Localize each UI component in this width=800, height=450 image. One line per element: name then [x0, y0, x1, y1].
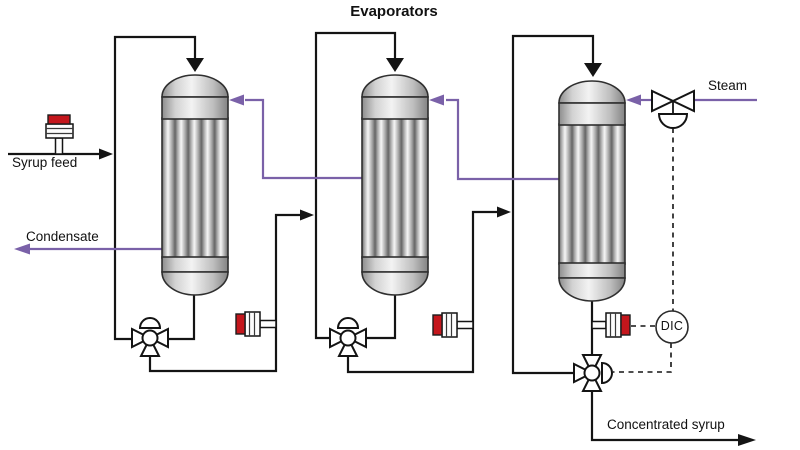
signal-lines	[613, 128, 674, 373]
transfer-line-1	[148, 213, 300, 373]
feed-sensor-icon	[45, 114, 74, 155]
valve-2-actuator-icon	[336, 317, 360, 329]
steam-arrow	[626, 94, 641, 106]
recirculation-valve-2	[329, 317, 367, 357]
syrup-feed-arrow	[99, 148, 113, 160]
transfer-sensor-1-icon	[235, 311, 277, 337]
vessel-2-inlet-arrow	[386, 58, 404, 72]
recirculation-loop-1	[113, 35, 197, 341]
vessel-2-outlet-line	[366, 293, 397, 340]
valve-1-actuator-icon	[138, 317, 162, 329]
product-sensor-icon	[591, 312, 631, 338]
process-lines	[8, 31, 756, 446]
transfer-line-2	[346, 210, 497, 374]
steam-control-valve	[651, 89, 695, 129]
transfer-sensor-2-icon	[432, 312, 474, 338]
product-arrow	[738, 434, 756, 446]
concentrated-syrup-label: Concentrated syrup	[607, 417, 725, 432]
dic-label: DIC	[660, 319, 684, 333]
recirculation-loop-2	[314, 31, 397, 340]
vapor-line-3-to-2	[446, 98, 559, 181]
evaporator-1	[161, 74, 229, 296]
recirculation-loop-3	[511, 34, 595, 375]
syrup-feed-label: Syrup feed	[12, 155, 78, 170]
condensate-arrow	[14, 243, 30, 255]
product-valve-actuator-icon	[601, 361, 613, 385]
vessel-1-inlet-arrow	[186, 58, 204, 72]
evaporator-2	[361, 74, 429, 296]
steam-label: Steam	[708, 78, 748, 93]
transfer-1-arrow	[300, 209, 314, 221]
condensate-label: Condensate	[26, 229, 99, 244]
recirculation-valve-1	[131, 317, 169, 357]
vessel-3-inlet-arrow	[584, 63, 602, 77]
product-control-valve	[573, 354, 613, 392]
steam-vapor-lines	[14, 94, 757, 255]
transfer-2-arrow	[497, 206, 511, 218]
product-line	[590, 391, 738, 442]
steam-valve-actuator-icon	[657, 113, 689, 129]
diagram-title: Evaporators	[350, 3, 438, 20]
vessel-1-outlet-line	[168, 293, 196, 341]
signal-dic-to-product-valve	[613, 343, 672, 373]
vapor-arrow-2	[429, 94, 444, 106]
vapor-line-2-to-1	[245, 98, 362, 180]
dic-controller	[655, 310, 689, 344]
vapor-arrow-1	[229, 94, 244, 106]
evaporator-3	[558, 80, 626, 302]
